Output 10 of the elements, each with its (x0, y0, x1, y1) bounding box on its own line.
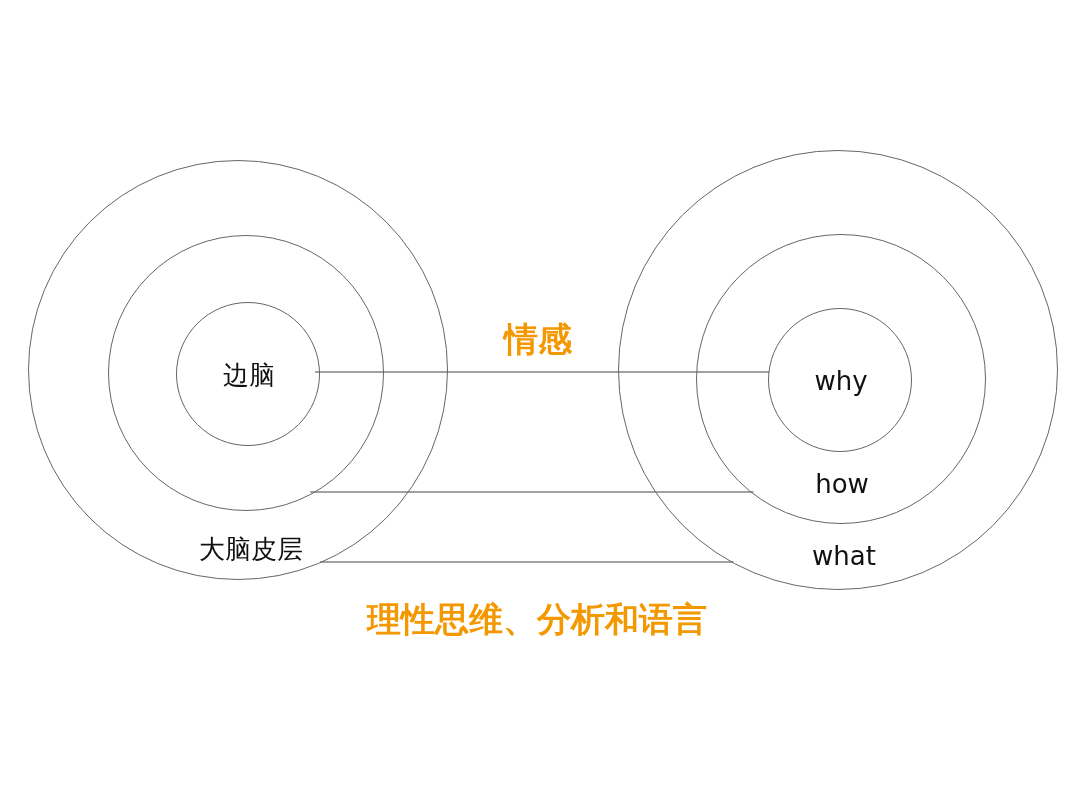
region-label: how (815, 469, 869, 499)
connector-line (309, 491, 754, 493)
heading-label: 情感 (504, 318, 572, 361)
connector-line (319, 561, 735, 563)
region-label: what (812, 541, 876, 571)
connector-line (314, 371, 770, 373)
region-label: why (814, 366, 868, 396)
heading-label: 理性思维、分析和语言 (367, 598, 707, 641)
region-label: 边脑 (223, 358, 275, 392)
region-label: 大脑皮层 (199, 532, 303, 566)
